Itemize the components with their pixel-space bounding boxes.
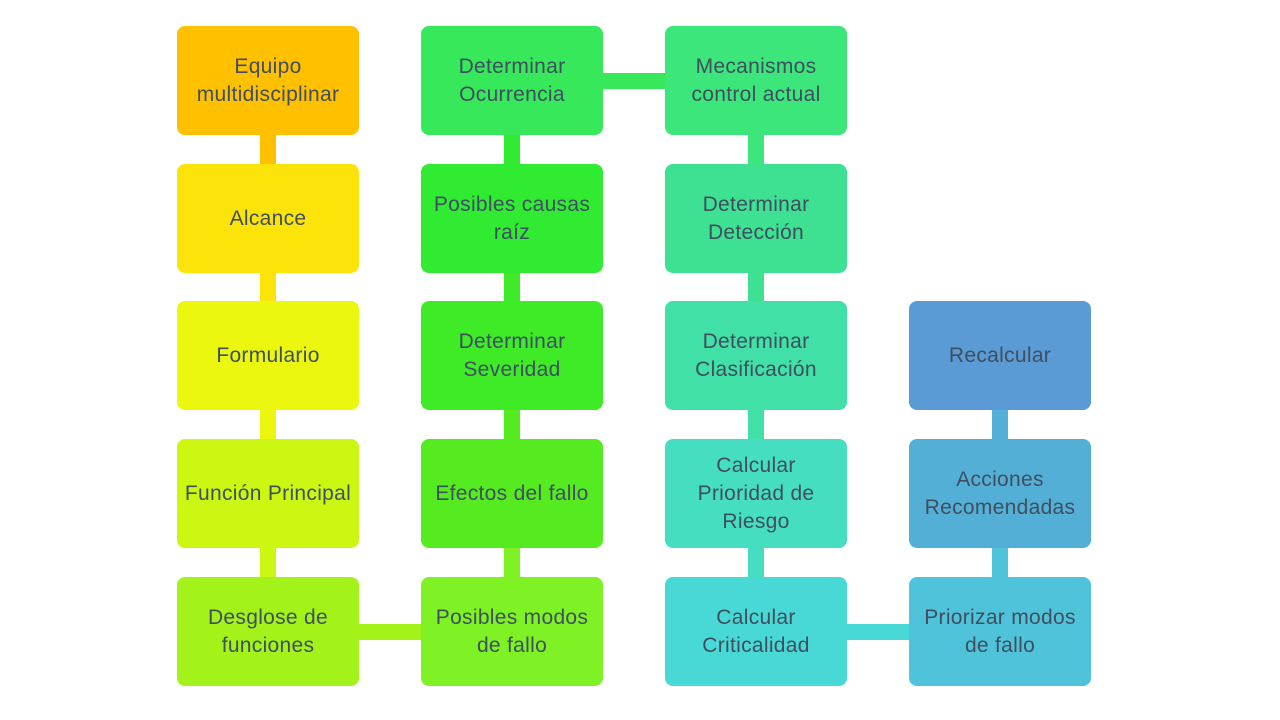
step-label: Desglose de funciones <box>207 605 329 657</box>
connector-formulario-funcion-principal <box>260 410 276 439</box>
connector-prioridad-criticalidad <box>748 548 764 577</box>
connector-clasificacion-prioridad <box>748 410 764 439</box>
connector-ocurrencia-mecanismos <box>603 72 665 89</box>
step-label: Posibles causas raíz <box>433 192 591 244</box>
step-label: Priorizar modos de fallo <box>924 605 1076 657</box>
step-prioridad: Calcular Prioridad de Riesgo <box>665 439 847 548</box>
step-clasificacion: Determinar Clasificación <box>665 301 847 410</box>
step-recalcular: Recalcular <box>909 301 1091 410</box>
connector-deteccion-clasificacion <box>748 273 764 301</box>
step-criticalidad: Calcular Criticalidad <box>665 577 847 686</box>
step-deteccion: Determinar Detección <box>665 164 847 273</box>
step-label: Efectos del fallo <box>435 481 589 505</box>
step-acciones: Acciones Recomendadas <box>909 439 1091 548</box>
connector-funcion-principal-desglose <box>260 548 276 577</box>
step-formulario: Formulario <box>177 301 359 410</box>
connector-priorizar-acciones <box>992 548 1008 577</box>
connector-efectos-severidad <box>504 410 520 439</box>
step-priorizar: Priorizar modos de fallo <box>909 577 1091 686</box>
step-label: Formulario <box>216 343 320 367</box>
step-label: Función Principal <box>184 481 352 505</box>
connector-mecanismos-deteccion <box>748 135 764 164</box>
step-label: Recalcular <box>948 343 1052 367</box>
step-label: Calcular Criticalidad <box>702 605 810 657</box>
connector-posibles-modos-efectos <box>504 548 520 577</box>
step-label: Acciones Recomendadas <box>924 467 1076 519</box>
connector-causas-ocurrencia <box>504 135 520 164</box>
step-causas: Posibles causas raíz <box>421 164 603 273</box>
connector-severidad-causas <box>504 273 520 301</box>
step-label: Posibles modos de fallo <box>435 605 589 657</box>
step-label: Mecanismos control actual <box>691 54 821 106</box>
step-funcion-principal: Función Principal <box>177 439 359 548</box>
connector-desglose-posibles-modos <box>359 623 421 640</box>
step-ocurrencia: Determinar Ocurrencia <box>421 26 603 135</box>
step-label: Determinar Severidad <box>458 329 566 381</box>
step-desglose: Desglose de funciones <box>177 577 359 686</box>
step-mecanismos: Mecanismos control actual <box>665 26 847 135</box>
step-equipo: Equipo multidisciplinar <box>177 26 359 135</box>
step-label: Determinar Clasificación <box>695 329 817 381</box>
connector-acciones-recalcular <box>992 410 1008 439</box>
step-label: Determinar Detección <box>702 192 810 244</box>
step-posibles-modos: Posibles modos de fallo <box>421 577 603 686</box>
step-label: Equipo multidisciplinar <box>196 54 340 106</box>
step-severidad: Determinar Severidad <box>421 301 603 410</box>
step-efectos: Efectos del fallo <box>421 439 603 548</box>
step-alcance: Alcance <box>177 164 359 273</box>
step-label: Alcance <box>229 206 307 230</box>
connector-criticalidad-priorizar <box>847 623 909 640</box>
connector-alcance-formulario <box>260 273 276 301</box>
connector-equipo-alcance <box>260 135 276 164</box>
step-label: Determinar Ocurrencia <box>458 54 566 106</box>
step-label: Calcular Prioridad de Riesgo <box>697 453 815 533</box>
